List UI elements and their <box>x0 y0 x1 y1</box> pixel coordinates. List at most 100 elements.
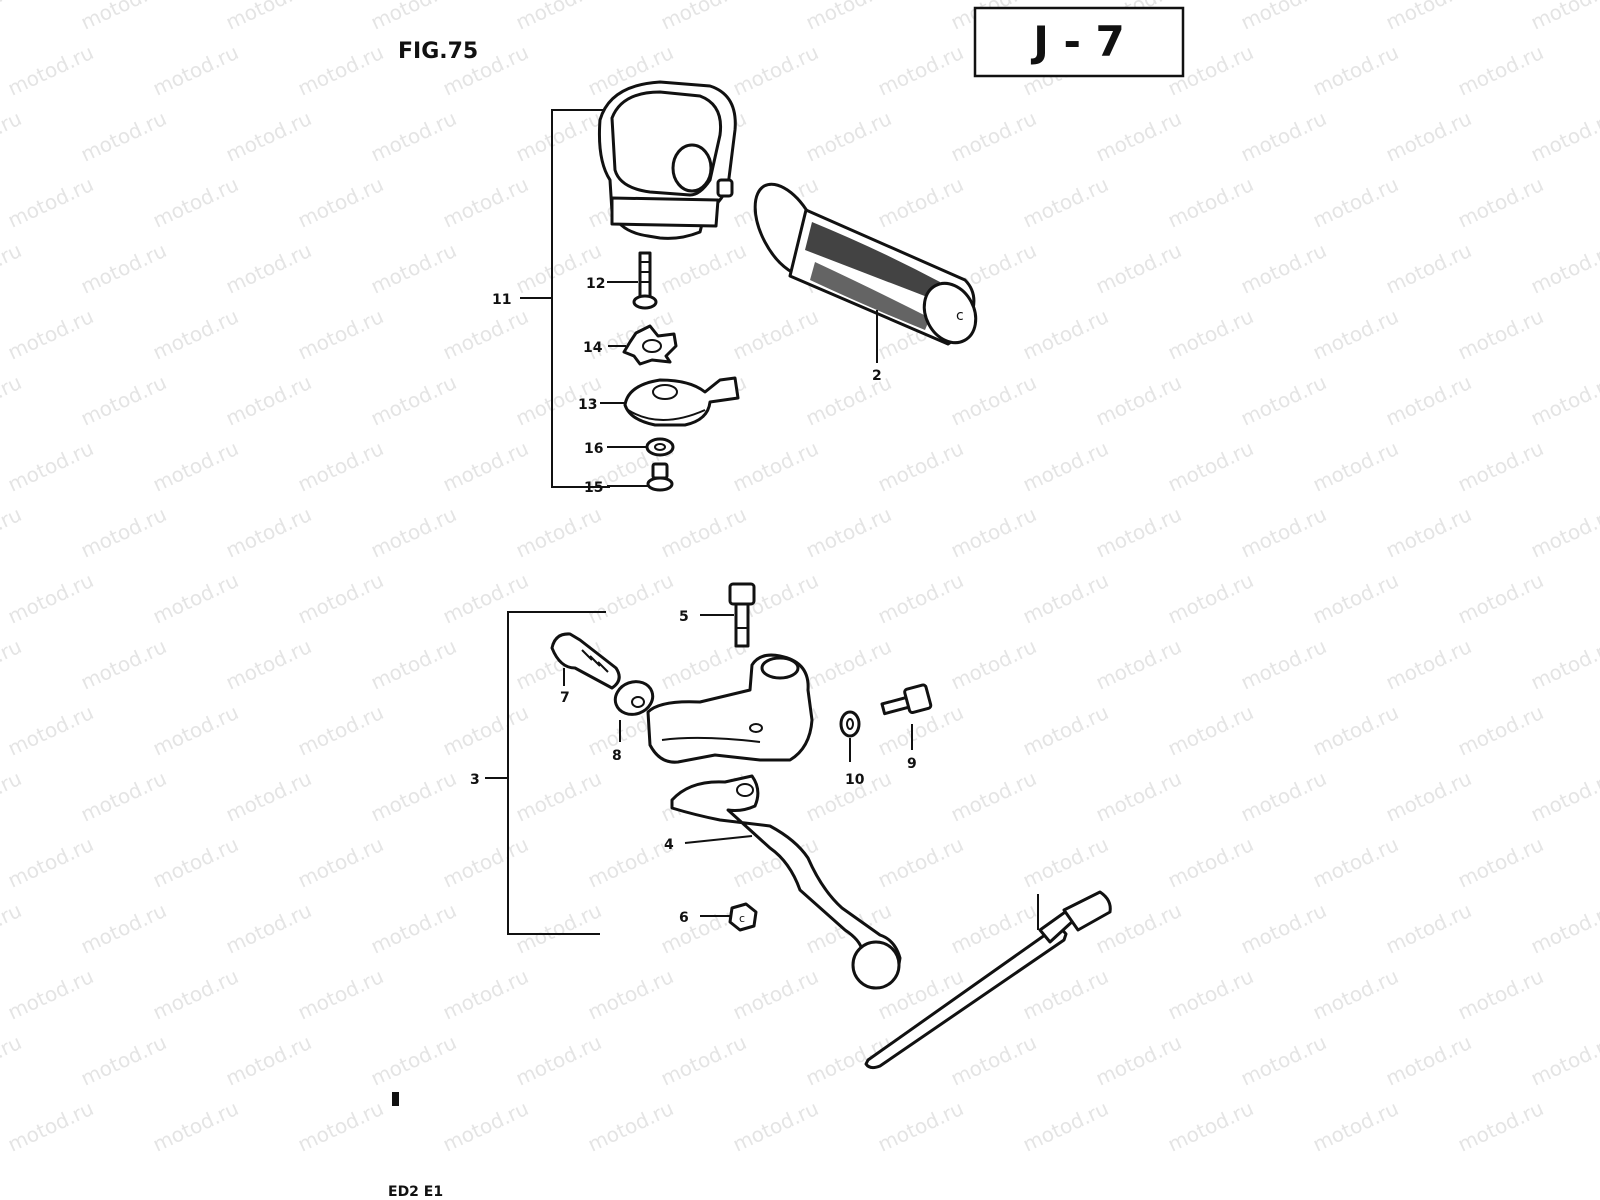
watermark-text: motod.ru <box>77 898 170 959</box>
callout-1: 2 <box>872 368 882 384</box>
watermark-text: motod.ru <box>1019 172 1112 233</box>
watermark-text: motod.ru <box>1164 832 1257 893</box>
watermark-text: motod.ru <box>367 898 460 959</box>
watermark-text: motod.ru <box>0 370 25 431</box>
watermark-text: motod.ru <box>729 436 822 497</box>
watermark-text: motod.ru <box>947 634 1040 695</box>
watermark-text: motod.ru <box>657 502 750 563</box>
svg-text:c: c <box>739 912 745 925</box>
watermark-text: motod.ru <box>4 436 97 497</box>
footer-code: ED2 E1 <box>388 1184 443 1200</box>
bracket-10 <box>551 109 610 488</box>
callout-8: 9 <box>907 756 917 772</box>
bracket-2 <box>507 611 606 935</box>
watermark-text: motod.ru <box>367 1030 460 1091</box>
watermark-text: motod.ru <box>0 106 25 167</box>
watermark-text: motod.ru <box>1309 172 1402 233</box>
watermark-text: motod.ru <box>0 0 25 35</box>
watermark-text: motod.ru <box>1454 1096 1547 1157</box>
watermark-text: motod.ru <box>149 832 242 893</box>
watermark-text: motod.ru <box>1309 568 1402 629</box>
callout-14: 15 <box>584 480 603 496</box>
watermark-text: motod.ru <box>77 0 170 35</box>
watermark-text: motod.ru <box>1019 436 1112 497</box>
watermark-text: motod.ru <box>1164 568 1257 629</box>
watermark-text: motod.ru <box>294 172 387 233</box>
watermark-text: motod.ru <box>77 370 170 431</box>
watermark-text: motod.ru <box>1454 568 1547 629</box>
watermark-text: motod.ru <box>439 964 532 1025</box>
watermark-text: motod.ru <box>4 304 97 365</box>
watermark-text: motod.ru <box>4 700 97 761</box>
washer-9-part <box>839 710 861 738</box>
watermark-text: motod.ru <box>367 0 460 35</box>
page-code: J - 7 <box>1030 17 1125 66</box>
watermark-text: motod.ru <box>222 1030 315 1091</box>
watermark-text: motod.ru <box>657 238 750 299</box>
watermark-text: motod.ru <box>4 964 97 1025</box>
watermark-text: motod.ru <box>1092 238 1185 299</box>
watermark-text: motod.ru <box>512 502 605 563</box>
watermark-text: motod.ru <box>1527 1030 1600 1091</box>
watermark-text: motod.ru <box>367 766 460 827</box>
watermark-text: motod.ru <box>367 106 460 167</box>
watermark-text: motod.ru <box>512 106 605 167</box>
watermark-text: motod.ru <box>1382 898 1475 959</box>
watermark-text: motod.ru <box>149 40 242 101</box>
watermark-text: motod.ru <box>439 832 532 893</box>
watermark-text: motod.ru <box>874 172 967 233</box>
watermark-text: motod.ru <box>222 238 315 299</box>
watermark-text: motod.ru <box>657 1030 750 1091</box>
callout-15: 16 <box>584 441 603 457</box>
watermark-text: motod.ru <box>1382 0 1475 35</box>
watermark-text: motod.ru <box>1382 106 1475 167</box>
watermark-text: motod.ru <box>947 106 1040 167</box>
watermark-text: motod.ru <box>4 40 97 101</box>
washer-15-part <box>645 437 675 457</box>
watermark-text: motod.ru <box>0 1030 25 1091</box>
watermark-text: motod.ru <box>1382 1030 1475 1091</box>
watermark-text: motod.ru <box>1164 1096 1257 1157</box>
watermark-text: motod.ru <box>77 1030 170 1091</box>
watermark-text: motod.ru <box>1092 766 1185 827</box>
watermark-text: motod.ru <box>512 1030 605 1091</box>
bolt-8-part <box>880 683 933 716</box>
watermark-text: motod.ru <box>439 436 532 497</box>
watermark-text: motod.ru <box>874 832 967 893</box>
watermark-text: motod.ru <box>1382 370 1475 431</box>
watermark-text: motod.ru <box>149 1096 242 1157</box>
watermark-text: motod.ru <box>1019 700 1112 761</box>
watermark-text: motod.ru <box>1237 0 1330 35</box>
watermark-text: motod.ru <box>0 238 25 299</box>
watermark-text: motod.ru <box>1527 634 1600 695</box>
watermark-text: motod.ru <box>729 304 822 365</box>
watermark-text: motod.ru <box>77 766 170 827</box>
callout-5: 6 <box>679 910 689 926</box>
svg-text:c: c <box>956 308 964 324</box>
watermark-text: motod.ru <box>367 238 460 299</box>
watermark-text: motod.ru <box>222 502 315 563</box>
watermark-text: motod.ru <box>1237 106 1330 167</box>
callout-9: 10 <box>845 772 865 788</box>
lever-holder-part <box>646 653 814 764</box>
callout-3: 4 <box>664 837 674 853</box>
watermark-text: motod.ru <box>294 436 387 497</box>
watermark-text: motod.ru <box>874 568 967 629</box>
watermark-text: motod.ru <box>512 0 605 35</box>
watermark-text: motod.ru <box>657 0 750 35</box>
watermark-text: motod.ru <box>1019 1096 1112 1157</box>
watermark-text: motod.ru <box>729 964 822 1025</box>
callout-2: 3 <box>470 772 480 788</box>
watermark-text: motod.ru <box>802 0 895 35</box>
watermark-text: motod.ru <box>1164 700 1257 761</box>
watermark-text: motod.ru <box>1092 634 1185 695</box>
watermark-text: motod.ru <box>149 964 242 1025</box>
watermark-text: motod.ru <box>222 634 315 695</box>
watermark-text: motod.ru <box>1237 766 1330 827</box>
watermark-text: motod.ru <box>149 436 242 497</box>
watermark-text: motod.ru <box>294 832 387 893</box>
callout-12: 13 <box>578 397 597 413</box>
adjuster-nut-7-part <box>613 680 655 716</box>
watermark-text: motod.ru <box>1164 304 1257 365</box>
watermark-text: motod.ru <box>1092 370 1185 431</box>
